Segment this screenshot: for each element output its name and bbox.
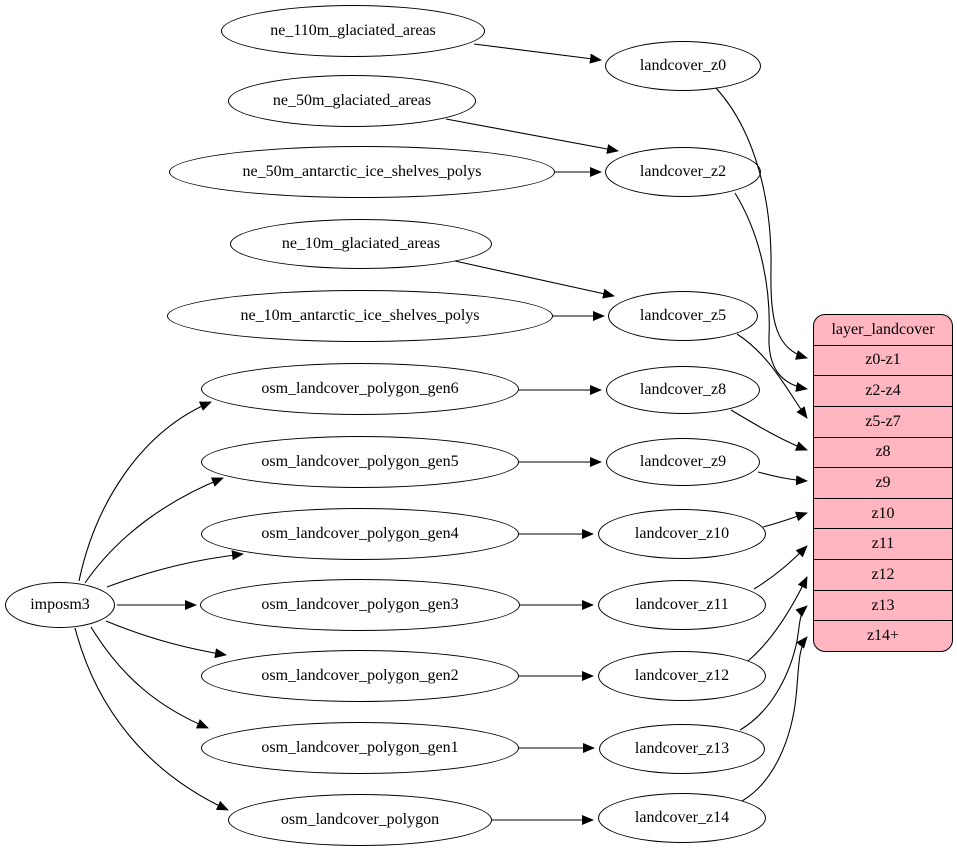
edge-landcover-z12-to-row-z12 [747, 576, 808, 662]
node-label: landcover_z13 [634, 740, 730, 757]
node-label: landcover_z14 [634, 809, 730, 826]
edge-landcover-z10-to-row-z10 [762, 511, 808, 528]
node-label: osm_landcover_polygon [280, 811, 440, 828]
node-label: ne_10m_antarctic_ice_shelves_polys [240, 307, 480, 324]
edge-ne110m-to-landcover-z0 [473, 43, 602, 64]
node-label: ne_50m_glaciated_areas [272, 92, 432, 109]
layer-landcover-record: layer_landcover z0-z1 z2-z4 z5-z7 z8 z9 … [813, 314, 953, 652]
edge-ne50m-glaciated-to-landcover-z2 [445, 118, 619, 154]
node-osm-landcover-polygon-gen6: osm_landcover_polygon_gen6 [201, 363, 519, 415]
node-label: osm_landcover_polygon_gen3 [261, 596, 459, 613]
node-osm-landcover-polygon-gen5: osm_landcover_polygon_gen5 [201, 436, 519, 488]
edge-landcover-z11-to-row-z11 [753, 545, 808, 590]
node-ne-10m-glaciated-areas: ne_10m_glaciated_areas [230, 219, 492, 269]
node-label: osm_landcover_polygon_gen5 [261, 453, 459, 470]
node-label: landcover_z11 [635, 596, 729, 613]
node-label: ne_10m_glaciated_areas [281, 235, 441, 252]
node-label: ne_50m_antarctic_ice_shelves_polys [242, 163, 482, 180]
edge-imposm3-to-polygon [74, 627, 229, 811]
node-landcover-z14: landcover_z14 [598, 793, 766, 843]
layer-zoom-row-z10: z10 [814, 497, 952, 529]
edge-imposm3-to-gen4 [106, 550, 244, 588]
node-ne-10m-antarctic-ice-shelves-polys: ne_10m_antarctic_ice_shelves_polys [167, 290, 553, 342]
edge-landcover-z9-to-row-z9 [757, 471, 808, 486]
node-ne-110m-glaciated-areas: ne_110m_glaciated_areas [221, 5, 485, 57]
node-landcover-z13: landcover_z13 [599, 724, 765, 774]
node-label: landcover_z8 [639, 381, 727, 398]
edge-landcover-z8-to-row-z8 [730, 409, 808, 451]
edge-imposm3-to-gen1 [90, 626, 209, 729]
node-ne-50m-antarctic-ice-shelves-polys: ne_50m_antarctic_ice_shelves_polys [169, 146, 555, 198]
node-landcover-z5: landcover_z5 [608, 291, 758, 341]
node-osm-landcover-polygon-gen4: osm_landcover_polygon_gen4 [201, 508, 519, 560]
node-landcover-z9: landcover_z9 [606, 438, 760, 486]
node-label: osm_landcover_polygon_gen4 [261, 525, 459, 542]
node-landcover-z11: landcover_z11 [598, 580, 766, 630]
node-label: ne_110m_glaciated_areas [270, 22, 436, 39]
node-label: landcover_z9 [639, 453, 727, 470]
node-landcover-z12: landcover_z12 [598, 651, 766, 701]
node-landcover-z0: landcover_z0 [605, 41, 761, 91]
node-imposm3: imposm3 [5, 582, 115, 628]
layer-zoom-row-z13: z13 [814, 589, 952, 621]
layer-zoom-row-z0-z1: z0-z1 [814, 344, 952, 376]
node-ne-50m-glaciated-areas: ne_50m_glaciated_areas [228, 75, 476, 127]
node-osm-landcover-polygon-gen1: osm_landcover_polygon_gen1 [201, 722, 519, 774]
layer-zoom-row-z12: z12 [814, 559, 952, 590]
layer-record-title: layer_landcover [831, 320, 935, 338]
edge-ne10m-glaciated-to-landcover-z5 [454, 260, 615, 299]
layer-zoom-row-z5-z7: z5-z7 [814, 405, 952, 437]
layer-zoom-row-z8: z8 [814, 436, 952, 468]
node-landcover-z10: landcover_z10 [598, 509, 766, 559]
layer-zoom-row-z14: z14+ [814, 620, 952, 651]
node-label: landcover_z10 [634, 525, 730, 542]
node-label: osm_landcover_polygon_gen6 [261, 380, 459, 397]
edge-imposm3-to-gen6 [78, 401, 212, 582]
node-label: landcover_z2 [639, 163, 727, 180]
node-label: landcover_z0 [639, 57, 727, 74]
node-label: landcover_z12 [634, 667, 730, 684]
node-label: imposm3 [30, 596, 90, 613]
edge-imposm3-to-gen2 [105, 620, 227, 659]
layer-zoom-row-z11: z11 [814, 528, 952, 559]
node-label: osm_landcover_polygon_gen1 [261, 739, 459, 756]
layer-zoom-row-z9: z9 [814, 467, 952, 498]
node-landcover-z2: landcover_z2 [605, 147, 761, 197]
layer-zoom-row-z2-z4: z2-z4 [814, 375, 952, 406]
node-landcover-z8: landcover_z8 [606, 366, 760, 414]
node-label: landcover_z5 [639, 307, 727, 324]
node-osm-landcover-polygon-gen3: osm_landcover_polygon_gen3 [200, 579, 520, 631]
node-osm-landcover-polygon: osm_landcover_polygon [228, 794, 492, 846]
edge-landcover-z2-to-row-z2-z4 [734, 192, 808, 392]
node-label: osm_landcover_polygon_gen2 [261, 667, 459, 684]
node-osm-landcover-polygon-gen2: osm_landcover_polygon_gen2 [201, 650, 519, 702]
